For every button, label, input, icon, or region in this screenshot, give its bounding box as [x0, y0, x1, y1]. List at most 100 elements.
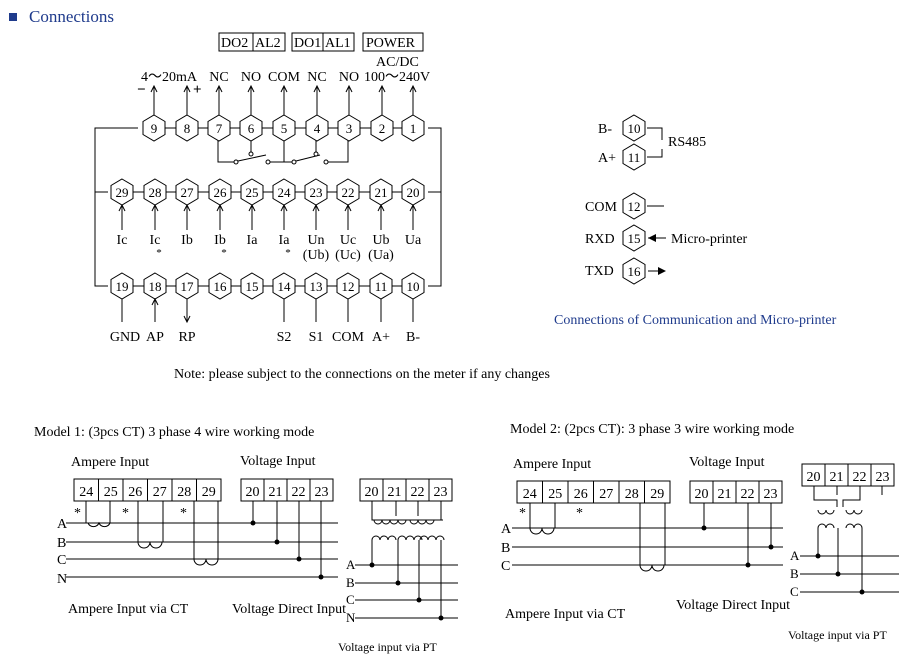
model2-pt-line-b: B — [790, 566, 799, 581]
comm-terminal-12-hex — [622, 192, 646, 220]
model1-voltage-terminal-number: 23 — [315, 485, 329, 500]
terminal-frame — [94, 127, 442, 287]
model2-pt-terminal-number: 22 — [853, 470, 867, 485]
model1-asterisk-3: * — [180, 506, 187, 521]
terminal-20-hex — [401, 178, 425, 206]
terminal-22-hex — [336, 178, 360, 206]
model1-ampere-terminal-number: 25 — [104, 485, 118, 500]
terminal-1-hex — [401, 114, 425, 142]
terminal-28-hex — [143, 178, 167, 206]
do1-label: DO1 — [294, 36, 321, 51]
model1-voltage-label: Voltage Input — [240, 454, 316, 469]
model1-asterisk-2: * — [122, 506, 129, 521]
terminal-29-number: 29 — [116, 185, 129, 200]
model2-pt-terminal-cell — [870, 463, 895, 487]
terminal-9-hex — [142, 114, 166, 142]
model1-ampere-terminal-number: 27 — [153, 485, 167, 500]
model2-pt-line-c: C — [790, 584, 799, 599]
model1-asterisk-1: * — [74, 506, 81, 521]
model1-line-b: B — [57, 536, 66, 551]
terminal-16-hex — [208, 272, 232, 300]
row2-signal-label: Un — [307, 233, 324, 248]
terminal-4-hex — [305, 114, 329, 142]
model1-line-n: N — [57, 572, 67, 587]
terminal-2-hex — [370, 114, 394, 142]
model1-pt-terminal-cell — [428, 478, 453, 502]
terminal-3-number: 3 — [346, 121, 353, 136]
row3-signal-label: COM — [332, 330, 364, 345]
terminal-28-number: 28 — [149, 185, 162, 200]
comm-com-label: COM — [585, 200, 617, 215]
rs485-label: RS485 — [668, 135, 706, 150]
model1-pt-line-a: A — [346, 557, 356, 572]
terminal-6-number: 6 — [248, 121, 255, 136]
al1-label: AL1 — [325, 36, 351, 51]
comm-terminal-15-number: 15 — [628, 231, 641, 246]
model1-pt-terminal-number: 22 — [411, 485, 425, 500]
model2-pt-line-a: A — [790, 548, 800, 563]
terminal-5-hex — [272, 114, 296, 142]
terminal-27-hex — [175, 178, 199, 206]
terminal-17-number: 17 — [181, 279, 195, 294]
model2-pt-terminal-number: 21 — [830, 470, 844, 485]
model2-voltage-terminal-number: 23 — [764, 487, 778, 502]
model2-caption-direct: Voltage Direct Input — [676, 598, 790, 613]
row2-signal-label: Ib — [181, 233, 193, 248]
model1-ampere-label: Ampere Input — [71, 455, 149, 470]
model1-diagram: Model 1: (3pcs CT) 3 phase 4 wire workin… — [34, 425, 458, 654]
comm-terminal-10-number: 10 — [628, 121, 641, 136]
voltage-range-label: 100～240V — [364, 70, 430, 85]
comm-txd-label: TXD — [585, 264, 614, 279]
terminal-19-number: 19 — [116, 279, 129, 294]
model1-line-c: C — [57, 553, 66, 568]
model2-line-c: C — [501, 559, 510, 574]
terminal-26-hex — [208, 178, 232, 206]
terminal-13-number: 13 — [310, 279, 323, 294]
terminal-5-number: 5 — [281, 121, 288, 136]
al2-label: AL2 — [255, 36, 281, 51]
model2-caption-ct: Ampere Input via CT — [505, 607, 626, 622]
model2-caption-pt: Voltage input via PT — [788, 628, 887, 642]
model2-asterisk-1: * — [519, 506, 526, 521]
micro-printer-label: Micro-printer — [671, 232, 748, 247]
model2-ampere-terminal-number: 27 — [599, 487, 613, 502]
do2-al2-box — [218, 32, 286, 52]
row2-signal-label: Ub — [372, 233, 389, 248]
terminal-7-number: 7 — [216, 121, 223, 136]
comm-terminal-10-hex — [622, 114, 646, 142]
terminal-3-hex — [337, 114, 361, 142]
terminal-10-number: 10 — [407, 279, 420, 294]
row2-signal-label: Ua — [405, 233, 422, 248]
terminal-6-hex — [239, 114, 263, 142]
row2-sublabel: (Ub) — [303, 248, 330, 263]
acdc-label: AC/DC — [376, 55, 419, 70]
row1-signal-label: NC — [209, 70, 228, 85]
model2-ampere-terminal-number: 24 — [523, 487, 537, 502]
row1-signal-label: NO — [241, 70, 261, 85]
row2-signal-label: Uc — [340, 233, 356, 248]
row2-signal-label: Ic — [150, 233, 161, 248]
model2-voltage-terminal-cell — [758, 480, 783, 504]
model2-voltage-terminal-number: 21 — [718, 487, 732, 502]
model1-line-a: A — [57, 517, 68, 532]
model2-line-a: A — [501, 522, 512, 537]
comm-terminal-12-number: 12 — [628, 199, 641, 214]
row1-signal-label: COM — [268, 70, 300, 85]
model1-pt-terminal-number: 21 — [388, 485, 402, 500]
terminal-15-number: 15 — [246, 279, 259, 294]
row3-signal-label: GND — [110, 330, 140, 345]
row3-signal-label: A+ — [372, 330, 390, 345]
model2-ampere-terminal-number: 29 — [650, 487, 664, 502]
terminal-11-number: 11 — [375, 279, 388, 294]
terminal-25-number: 25 — [246, 185, 259, 200]
comm-a-label: A+ — [598, 151, 616, 166]
terminal-26-number: 26 — [214, 185, 228, 200]
model1-ampere-terminal-number: 24 — [79, 485, 93, 500]
terminal-29-hex — [110, 178, 134, 206]
model1-ampere-terminal-number: 29 — [202, 485, 216, 500]
comm-terminal-16-hex — [622, 257, 646, 285]
model2-pt-terminal-number: 23 — [876, 470, 890, 485]
model1-voltage-terminal-number: 21 — [269, 485, 283, 500]
terminal-9-number: 9 — [151, 121, 158, 136]
